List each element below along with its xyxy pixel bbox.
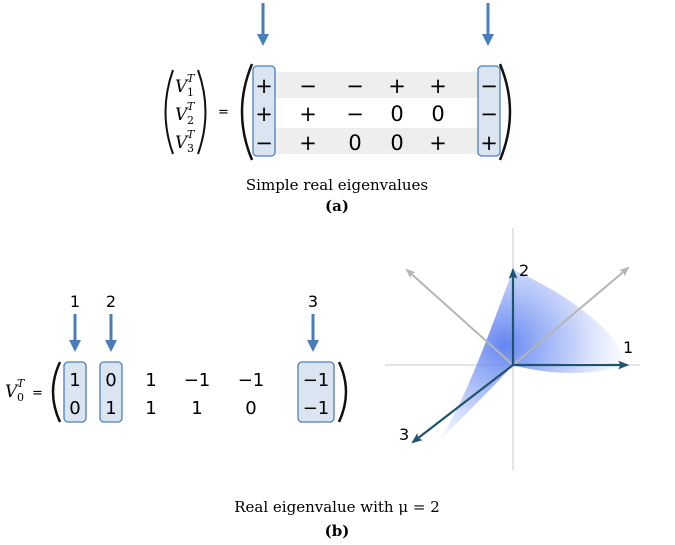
lhs-vector-2: V bbox=[175, 105, 189, 125]
cone-region-mid bbox=[513, 365, 627, 373]
lhs-vector-0-sup: T bbox=[17, 377, 26, 390]
cell: − bbox=[346, 102, 364, 126]
lhs-right-paren bbox=[197, 69, 207, 155]
cell: 1 bbox=[145, 370, 156, 391]
cell: −1 bbox=[238, 370, 265, 391]
cell: 0 bbox=[390, 131, 403, 155]
matrix-right-paren-a bbox=[498, 63, 512, 161]
matrix-b-row-1: 1 0 1 −1 −1 −1 bbox=[69, 370, 329, 391]
lhs-vector-2-sup: T bbox=[187, 100, 196, 113]
axis-label-1: 1 bbox=[623, 338, 633, 357]
gray-vector-upper-right bbox=[512, 266, 630, 366]
highlight-column-1 bbox=[63, 361, 87, 423]
label-b: (b) bbox=[325, 522, 350, 540]
cell: 0 bbox=[105, 370, 116, 391]
highlight-column-last bbox=[477, 65, 501, 157]
cell: + bbox=[255, 74, 273, 98]
lhs-vector-3-sub: 3 bbox=[187, 142, 194, 155]
cell: − bbox=[480, 74, 498, 98]
cell: 1 bbox=[69, 370, 80, 391]
cell: + bbox=[429, 74, 447, 98]
cell: + bbox=[299, 131, 317, 155]
lhs-vector-2-sub: 2 bbox=[187, 114, 194, 127]
label-a: (a) bbox=[325, 197, 349, 215]
highlight-column-6 bbox=[297, 361, 335, 423]
cell: 1 bbox=[191, 398, 202, 419]
equals-sign-b: = bbox=[32, 386, 43, 401]
cell: 1 bbox=[145, 398, 156, 419]
column-number-2: 2 bbox=[106, 292, 116, 311]
matrix-a-row-1: + − − + + − bbox=[255, 74, 498, 98]
cell: + bbox=[429, 131, 447, 155]
matrix-left-paren-a bbox=[240, 63, 254, 161]
cell: − bbox=[255, 131, 273, 155]
lhs-vector-1-sub: 1 bbox=[187, 86, 194, 99]
equals-sign-a: = bbox=[218, 105, 229, 120]
cell: −1 bbox=[303, 370, 330, 391]
cell: − bbox=[299, 74, 317, 98]
caption-b: Real eigenvalue with μ = 2 bbox=[234, 498, 440, 516]
cell: 0 bbox=[69, 398, 80, 419]
caption-a: Simple real eigenvalues bbox=[246, 176, 428, 194]
gray-vector-upper-left bbox=[405, 268, 514, 366]
cell: + bbox=[299, 102, 317, 126]
cone-region-lower bbox=[440, 270, 513, 440]
matrix-left-paren-b bbox=[51, 361, 62, 423]
axis-label-3: 3 bbox=[399, 425, 409, 444]
lhs-vector-0-sub: 0 bbox=[17, 391, 24, 404]
matrix-a-row-2: + + − 0 0 − bbox=[255, 102, 498, 126]
cell: + bbox=[388, 74, 406, 98]
vector-3 bbox=[411, 364, 514, 444]
cell: 0 bbox=[245, 398, 256, 419]
row-shade-1 bbox=[270, 72, 478, 98]
cell: + bbox=[255, 102, 273, 126]
cell: + bbox=[480, 131, 498, 155]
column-number-1: 1 bbox=[70, 292, 80, 311]
lhs-vector-0: V bbox=[5, 382, 19, 402]
matrix-a-row-3: − + 0 0 + + bbox=[255, 131, 498, 155]
axis-label-2: 2 bbox=[519, 261, 529, 280]
panel-a: V T 1 V T 2 V T 3 = + − − + + − + + − 0 … bbox=[164, 3, 512, 215]
lhs-vector-1: V bbox=[175, 77, 189, 97]
cell: 0 bbox=[348, 131, 361, 155]
cell: 0 bbox=[390, 102, 403, 126]
lhs-vector-3: V bbox=[175, 133, 189, 153]
cell: − bbox=[480, 102, 498, 126]
row-shade-3 bbox=[270, 128, 478, 154]
highlight-column-first bbox=[252, 65, 276, 157]
cell: − bbox=[346, 74, 364, 98]
cone-diagram: 1 2 3 bbox=[385, 228, 640, 470]
cell: 1 bbox=[105, 398, 116, 419]
matrix-right-paren-b bbox=[337, 361, 348, 423]
matrix-b-row-2: 0 1 1 1 0 −1 bbox=[69, 398, 329, 419]
lhs-left-paren bbox=[164, 69, 174, 155]
cell: −1 bbox=[184, 370, 211, 391]
panel-b: 1 2 3 V T 0 = 1 0 1 −1 −1 −1 0 1 1 bbox=[5, 228, 640, 540]
highlight-column-2 bbox=[99, 361, 123, 423]
lhs-vector-1-sup: T bbox=[187, 72, 196, 85]
column-number-3: 3 bbox=[308, 292, 318, 311]
cell: 0 bbox=[431, 102, 444, 126]
cell: −1 bbox=[303, 398, 330, 419]
lhs-vector-3-sup: T bbox=[187, 128, 196, 141]
